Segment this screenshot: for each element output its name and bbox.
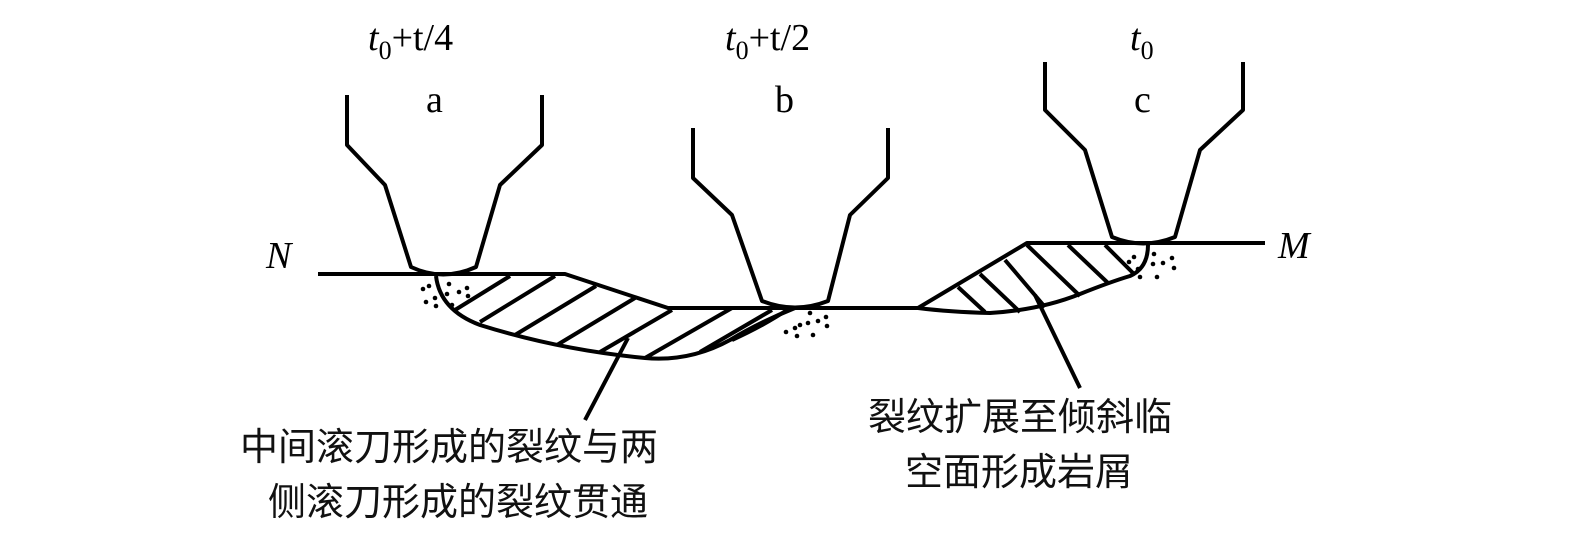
label-time-c: t0: [1130, 17, 1154, 65]
label-M: M: [1277, 225, 1312, 267]
crack-zone-left: [434, 275, 796, 361]
annotation-right-line2: 空面形成岩屑: [905, 450, 1133, 494]
cutter-b: [691, 128, 890, 310]
label-time-b: t0+t/2: [725, 17, 810, 65]
hatch-right: [956, 243, 1135, 314]
crushed-zone-dots: [420, 251, 1177, 339]
leader-right: [1033, 294, 1082, 389]
label-b: b: [775, 79, 794, 121]
cutter-c: [1043, 62, 1245, 246]
rock-surface-line: [318, 241, 1265, 310]
label-time-a: t0+t/4: [368, 17, 453, 65]
crack-zone-right: [917, 244, 1150, 315]
label-a: a: [426, 79, 443, 121]
label-c: c: [1134, 79, 1151, 121]
crack-boundary: [731, 306, 792, 342]
annotation-left-line2: 侧滚刀形成的裂纹贯通: [268, 480, 648, 524]
hatch-left: [453, 274, 774, 360]
annotation-left-line1: 中间滚刀形成的裂纹与两: [240, 425, 658, 469]
cutter-a: [345, 95, 544, 277]
label-N: N: [265, 235, 294, 277]
annotation-right-line1: 裂纹扩展至倾斜临: [868, 395, 1172, 439]
leader-left: [583, 337, 630, 421]
